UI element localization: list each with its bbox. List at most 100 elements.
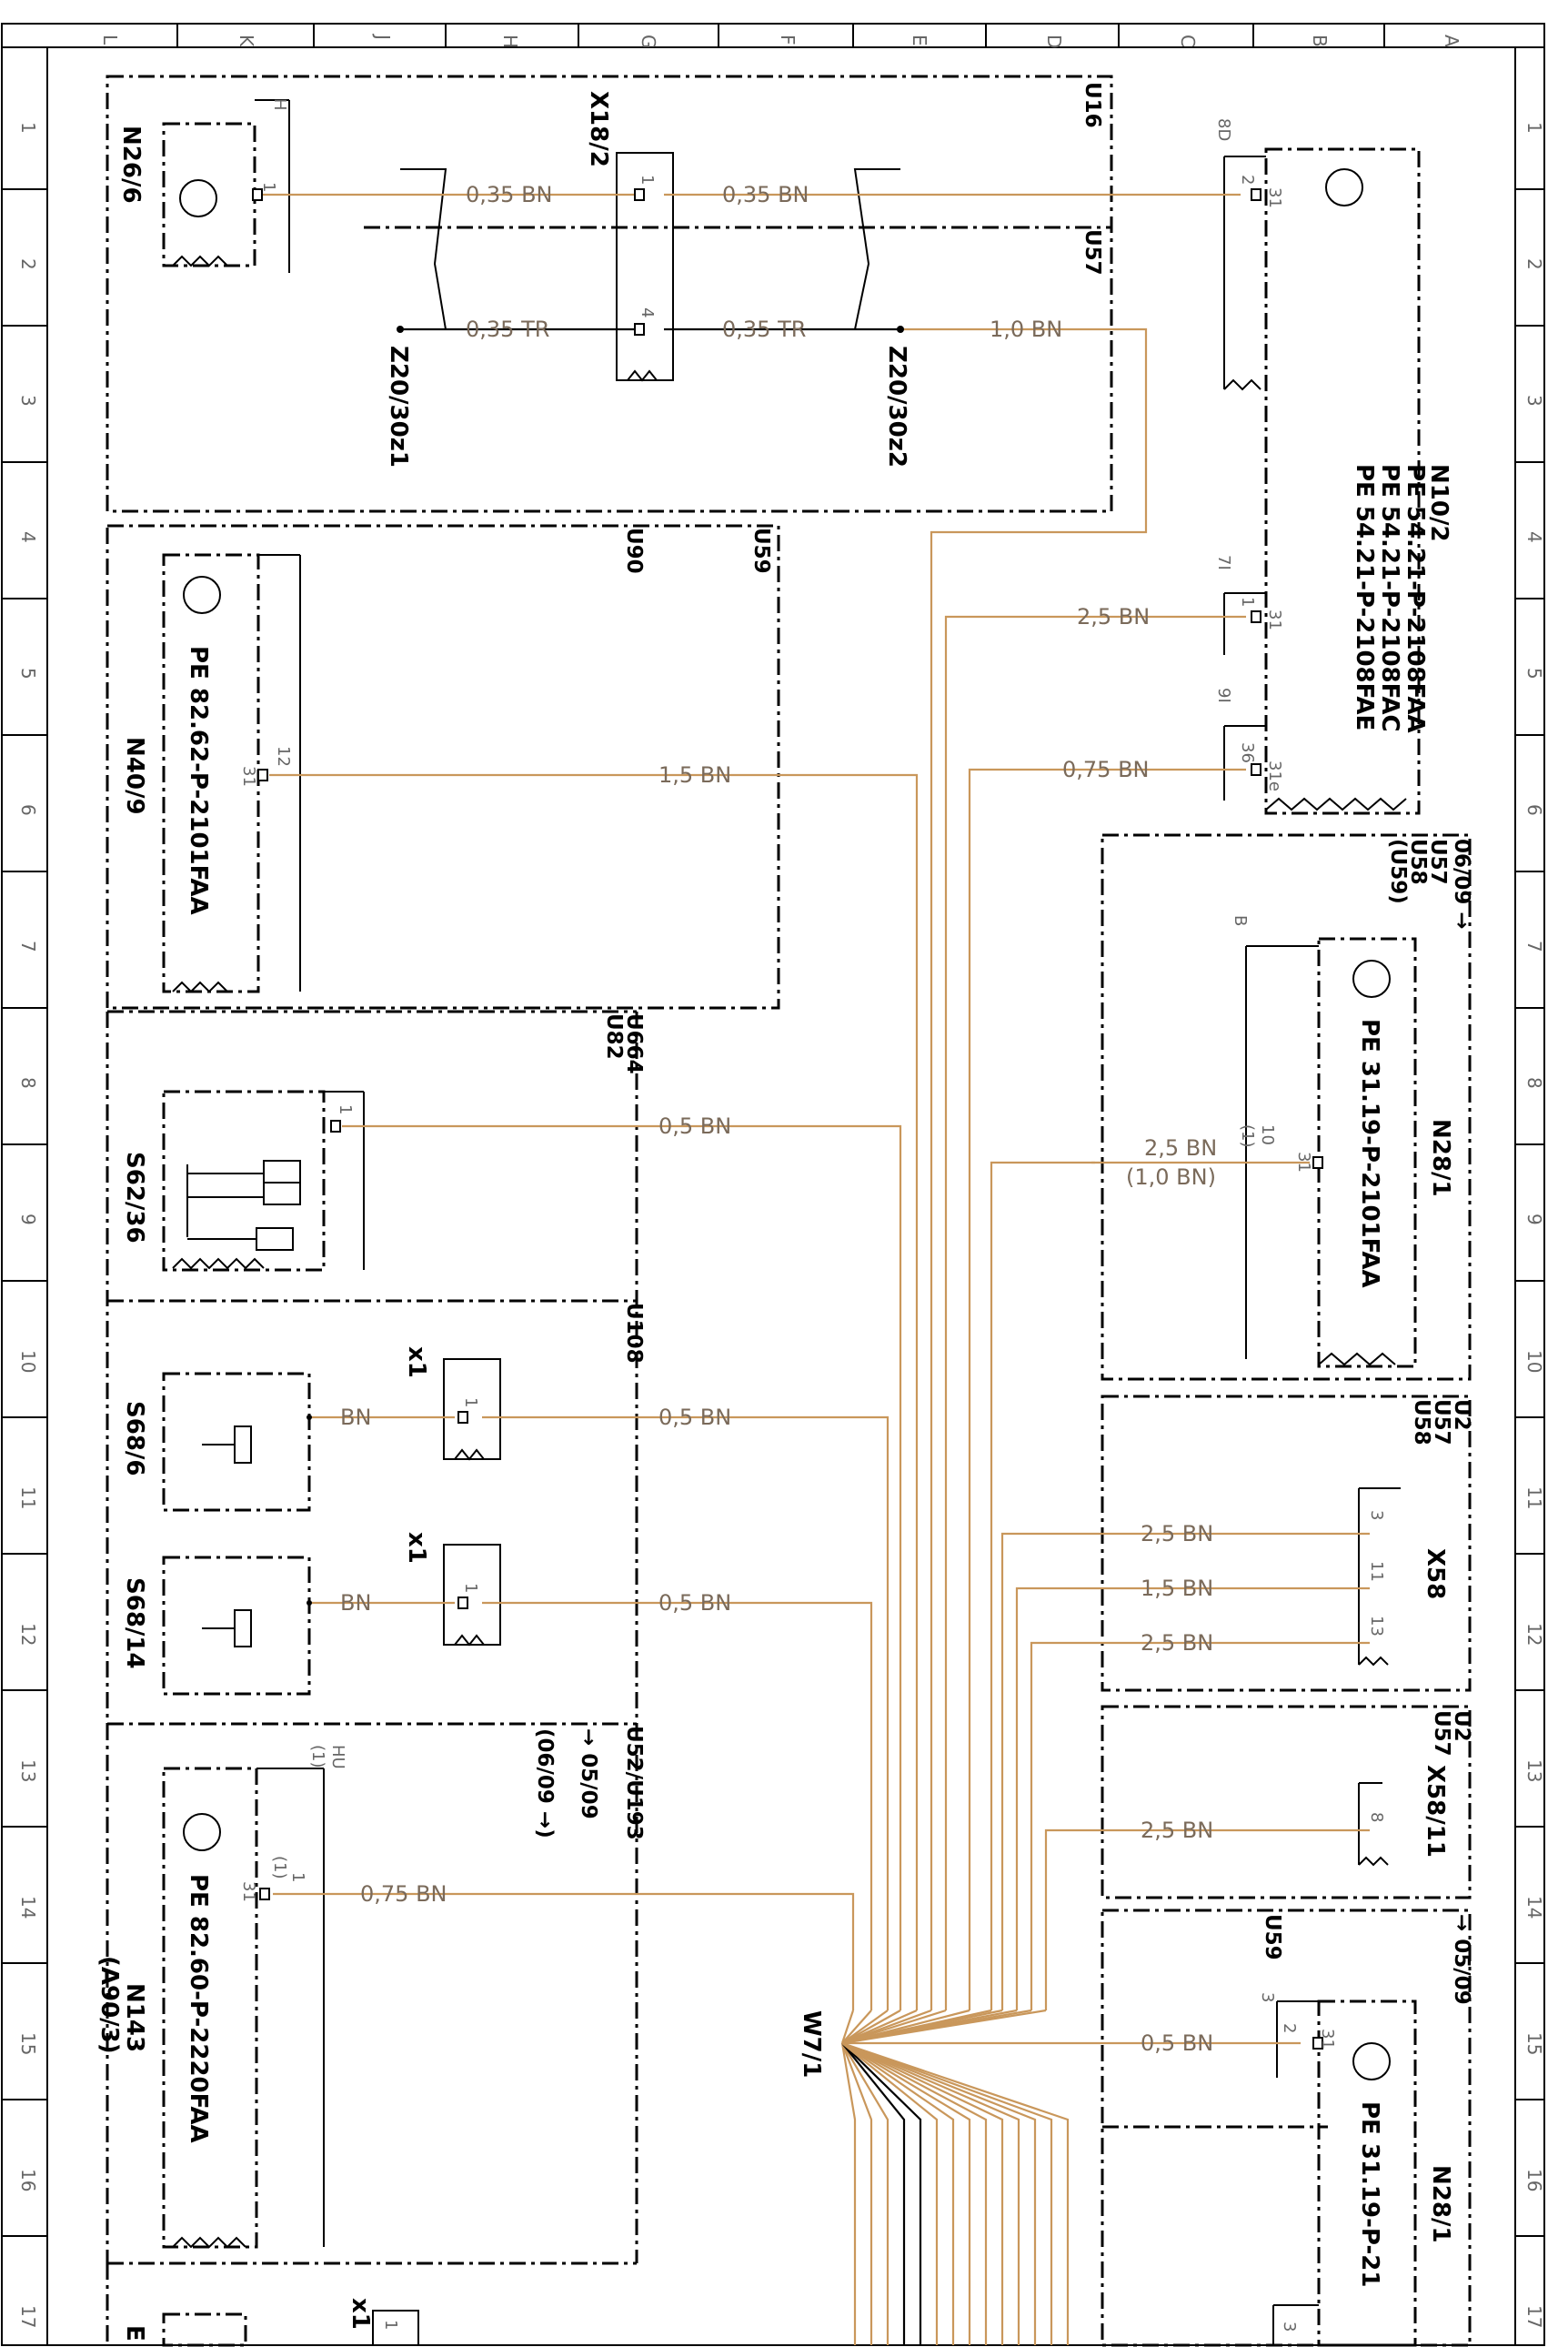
zone-label-x58-11-u57: U57 xyxy=(1430,1710,1453,1757)
pin-n10-31a: 31 xyxy=(1265,187,1284,208)
harness-wire xyxy=(841,2042,971,2345)
grid-row-label-right: 5 xyxy=(1523,668,1545,680)
pin-n10-36: 36 xyxy=(1238,742,1257,763)
grid-row-label-right: 3 xyxy=(1523,395,1545,407)
zone-label-u16: U16 xyxy=(1081,82,1104,128)
harness-wire xyxy=(841,2010,901,2044)
grid-row-label-right: 14 xyxy=(1523,1896,1545,1919)
wire-label: 2,5 BN xyxy=(1077,604,1150,630)
grid-row-label-left: 6 xyxy=(17,804,39,816)
grid-row-label-right: 10 xyxy=(1523,1350,1545,1373)
zone-label-n28b-from: → 05/09 xyxy=(1450,1914,1473,2005)
wire-label: 2,5 BN xyxy=(1141,1630,1213,1656)
grid-col-label: K xyxy=(236,35,257,47)
grid-row-label-left: 8 xyxy=(17,1077,39,1089)
frame xyxy=(1,23,1545,2346)
wire-label: 1,5 BN xyxy=(1141,1576,1213,1601)
grid-row-label-right: 8 xyxy=(1523,1077,1545,1089)
component-boxes xyxy=(162,99,1417,2347)
zone-label-x58-11-u2: U2 xyxy=(1450,1710,1473,1742)
grid-row-label-left: 13 xyxy=(17,1759,39,1782)
zone-label-u82: U82 xyxy=(602,1013,626,1060)
tag-n143-1: (1) xyxy=(308,1745,327,1768)
pin-x18-1: 1 xyxy=(638,175,657,185)
wire-label: 0,5 BN xyxy=(658,1590,731,1616)
grid-col-label: J xyxy=(372,33,394,40)
harness-wire xyxy=(841,2042,1004,2345)
wire-label: (1,0 BN) xyxy=(1126,1164,1216,1190)
harness-wire xyxy=(840,2042,857,2345)
harness-wire xyxy=(841,2042,988,2345)
pin-n28-p1: (1) xyxy=(1238,1124,1257,1148)
grid-row-label-right: 17 xyxy=(1523,2305,1545,2328)
wire-label: 1,0 BN xyxy=(990,317,1062,342)
label-n143: N143 xyxy=(121,1983,148,2052)
harness-wire xyxy=(840,2042,873,2345)
grid-row-label-left: 9 xyxy=(17,1214,39,1225)
pin-s68-6-1: 1 xyxy=(461,1397,480,1407)
wire-label: 2,5 BN xyxy=(1141,1521,1213,1546)
grid-row-label-left: 10 xyxy=(17,1350,39,1373)
zone-label-n28-u57: U57 xyxy=(1426,839,1450,885)
label-n40-9-ref: PE 82.62-P-2101FAA xyxy=(185,646,212,915)
pin-n28-31: 31 xyxy=(1294,1152,1313,1173)
pin-n10-31b: 31 xyxy=(1265,609,1284,630)
label-n10-2-ref1: PE 54.21-P-2108FAA xyxy=(1402,464,1429,733)
zone-label-u52-from: → 05/09 xyxy=(577,1728,600,1819)
grid-row-label-right: 11 xyxy=(1523,1486,1545,1509)
pin-n143-p1: (1) xyxy=(270,1856,289,1879)
label-x58-11: X58/11 xyxy=(1422,1765,1449,1858)
label-n26-6: N26/6 xyxy=(117,126,145,204)
grid-col-label: H xyxy=(499,35,521,48)
zone-label-n28-u58: U58 xyxy=(1406,839,1430,885)
harness-wire xyxy=(840,2010,855,2044)
label-n28-1-ref: PE 31.19-P-2101FAA xyxy=(1356,1019,1383,1288)
wire-label: 0,35 TR xyxy=(722,317,806,342)
grid-col-label: E xyxy=(909,35,930,46)
pins xyxy=(252,188,1323,2050)
pin-n40-12: 12 xyxy=(274,746,293,767)
grid-row-label-right: 9 xyxy=(1523,1214,1545,1225)
label-n143-2: (A90/3) xyxy=(95,1956,123,2054)
grid-row-label-right: 2 xyxy=(1523,258,1545,270)
label-x1-b: x1 xyxy=(403,1532,430,1564)
label-bottom-e: E xyxy=(121,2325,148,2342)
grid-row-label-left: 12 xyxy=(17,1623,39,1646)
label-z20-1: Z20/30z1 xyxy=(385,346,412,468)
harness-wire xyxy=(841,2041,1070,2345)
wire-label: 0,35 BN xyxy=(722,182,809,207)
label-n10-2: N10/2 xyxy=(1425,464,1452,542)
wire-label: BN xyxy=(340,1405,371,1430)
wire-label: 0,5 BN xyxy=(1141,2030,1213,2056)
zone-label-u90: U90 xyxy=(622,528,646,574)
grid-row-label-right: 12 xyxy=(1523,1623,1545,1646)
zone-label-x58-u58: U58 xyxy=(1410,1399,1433,1445)
label-n28-1b: N28/1 xyxy=(1427,2165,1454,2243)
wire-label: 2,5 BN xyxy=(1144,1135,1217,1161)
tag-n10-9i: 9I xyxy=(1214,688,1233,703)
zone-label-u108: U108 xyxy=(622,1303,646,1364)
label-s68-14: S68/14 xyxy=(121,1577,148,1669)
harness-wire xyxy=(841,2042,906,2345)
zone-label-n28b-u59: U59 xyxy=(1261,1914,1284,1960)
zone-label-u52: U52/U193 xyxy=(622,1726,646,1840)
harness-wire xyxy=(841,2042,922,2345)
grid-row-label-left: 1 xyxy=(17,122,39,134)
tag-n10-8d: 8D xyxy=(1214,118,1233,141)
label-n40-9: N40/9 xyxy=(121,737,148,815)
wire-label: 0,35 TR xyxy=(466,317,549,342)
harness-wire xyxy=(841,2010,872,2044)
harness-wire xyxy=(841,2010,889,2044)
zone-label-u57: U57 xyxy=(1081,229,1104,276)
grid-col-label: L xyxy=(99,35,121,45)
pin-x58-11-8: 8 xyxy=(1367,1812,1386,1822)
label-x1-c: x1 xyxy=(347,2298,374,2330)
wire-label: 0,75 BN xyxy=(360,1881,447,1907)
label-n28-1: N28/1 xyxy=(1427,1119,1454,1197)
grid-row-label-right: 7 xyxy=(1523,941,1545,952)
grid-row-label-left: 11 xyxy=(17,1486,39,1509)
pin-n26-1: 1 xyxy=(259,182,278,192)
grid-row-label-left: 17 xyxy=(17,2305,39,2328)
pin-s62-1: 1 xyxy=(336,1104,355,1114)
pin-n40-31: 31 xyxy=(239,766,258,787)
